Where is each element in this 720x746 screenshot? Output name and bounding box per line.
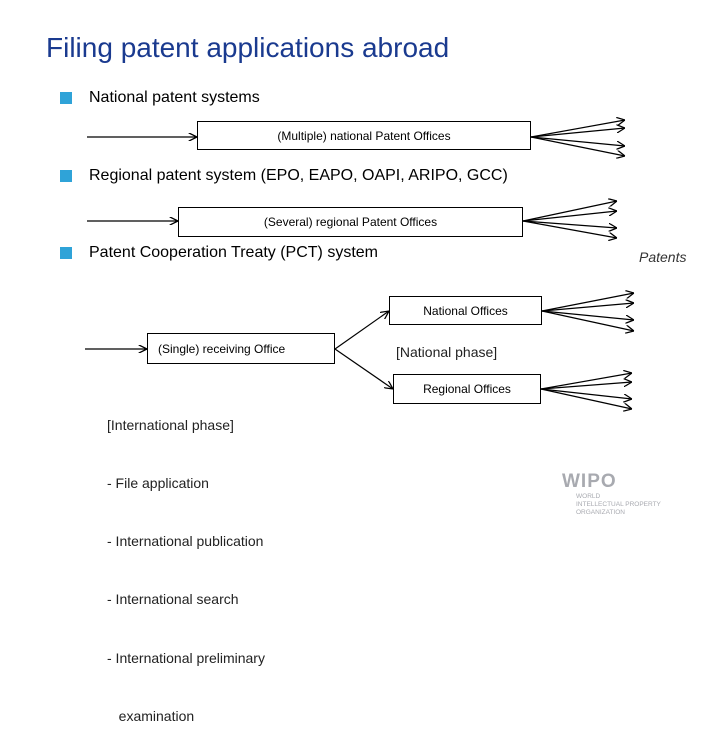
- international-phase-line: [International phase]: [107, 416, 234, 433]
- receiving-office-label: (Single) receiving Office: [158, 341, 286, 356]
- arrow-national-out-3: [530, 136, 625, 146]
- diagram-arrows: [85, 0, 720, 540]
- pct-regional-offices-label: Regional Offices: [423, 382, 511, 396]
- arrow-regional-out-3: [522, 220, 617, 228]
- arrow-pct-national-out-2: [541, 303, 634, 312]
- international-phase-line: - International search: [107, 591, 239, 608]
- section-national-label: National patent systems: [89, 89, 260, 106]
- wipo-logo-name: WIPO: [562, 471, 617, 492]
- international-phase-line: - File application: [107, 475, 209, 492]
- pct-regional-offices-box: Regional Offices: [393, 374, 541, 404]
- bullet-national-icon: [60, 92, 72, 104]
- arrow-national-out-4: [530, 136, 625, 156]
- international-phase-line: examination: [107, 707, 195, 724]
- arrow-national-out-1: [530, 120, 625, 138]
- page-title: Filing patent applications abroad: [46, 32, 450, 63]
- receiving-office-box: (Single) receiving Office: [147, 333, 335, 364]
- wipo-logo: WIPO WORLD INTELLECTUAL PROPERTY ORGANIZ…: [562, 471, 662, 516]
- arrow-to-regional-offices: [334, 348, 393, 389]
- arrow-pct-national-out-3: [541, 310, 634, 320]
- arrow-national-out-2: [530, 128, 625, 138]
- arrow-pct-regional-out-3: [540, 388, 632, 399]
- wipo-logo-line-3: ORGANIZATION: [576, 509, 625, 516]
- arrow-pct-regional-out-2: [540, 382, 632, 390]
- international-phase-line: - International preliminary: [107, 649, 265, 666]
- pct-national-offices-label: National Offices: [423, 303, 508, 318]
- bullet-regional-icon: [60, 170, 72, 182]
- arrow-regional-out-1: [522, 201, 617, 222]
- wipo-logo-line-2: INTELLECTUAL PROPERTY: [576, 501, 662, 508]
- bullet-pct-icon: [60, 247, 72, 259]
- arrow-regional-out-2: [522, 211, 617, 222]
- arrow-regional-out-4: [522, 220, 617, 238]
- national-offices-box: (Multiple) national Patent Offices: [197, 121, 531, 150]
- pct-national-offices-box: National Offices: [389, 296, 542, 325]
- arrow-to-national-offices: [334, 311, 389, 350]
- national-phase-label: [National phase]: [396, 344, 498, 360]
- arrow-pct-national-out-1: [541, 293, 634, 312]
- regional-offices-box: (Several) regional Patent Offices: [178, 207, 523, 237]
- regional-offices-box-label: (Several) regional Patent Offices: [263, 215, 438, 229]
- arrow-pct-regional-out-4: [540, 388, 632, 409]
- arrow-pct-regional-out-1: [540, 373, 632, 390]
- wipo-logo-line-1: WORLD: [576, 493, 601, 500]
- section-regional-label: Regional patent system (EPO, EAPO, OAPI,…: [89, 167, 508, 184]
- arrow-pct-national-out-4: [541, 310, 634, 331]
- national-offices-box-label: (Multiple) national Patent Offices: [277, 128, 451, 143]
- section-pct-label: Patent Cooperation Treaty (PCT) system: [89, 244, 378, 261]
- patents-label: Patents: [639, 249, 687, 265]
